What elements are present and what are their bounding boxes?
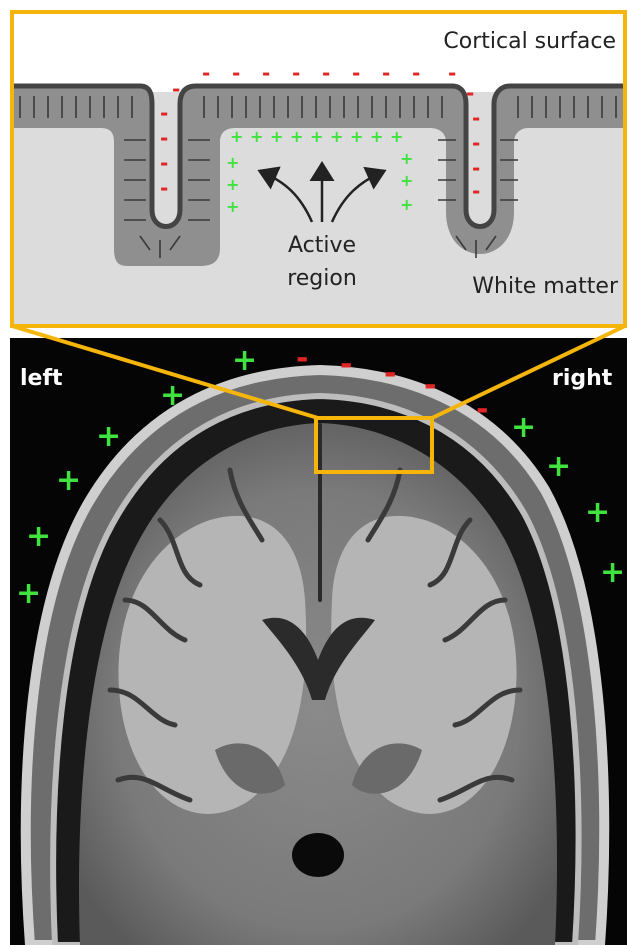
plus-sign: + bbox=[546, 449, 571, 484]
minus-sign: - bbox=[382, 61, 390, 85]
minus-sign: - bbox=[232, 61, 240, 85]
plus-sign: + bbox=[585, 495, 610, 530]
minus-sign: - bbox=[296, 341, 308, 376]
minus-sign: - bbox=[472, 106, 480, 130]
label-active-region-line1: Active bbox=[288, 233, 356, 258]
plus-sign: + bbox=[270, 127, 283, 146]
minus-sign: - bbox=[160, 126, 168, 150]
minus-sign: - bbox=[352, 61, 360, 85]
minus-sign: - bbox=[340, 347, 352, 382]
plus-sign: + bbox=[250, 127, 263, 146]
inset-panel: - - - - - - - - - - - - - - - - - - - + … bbox=[12, 12, 625, 326]
plus-sign: + bbox=[310, 127, 323, 146]
minus-sign: - bbox=[448, 61, 456, 85]
minus-sign: - bbox=[412, 61, 420, 85]
plus-sign: + bbox=[370, 127, 383, 146]
label-right: right bbox=[552, 366, 613, 391]
label-active-region-line2: region bbox=[287, 266, 357, 291]
minus-sign: - bbox=[466, 81, 474, 105]
minus-sign: - bbox=[322, 61, 330, 85]
label-white-matter: White matter bbox=[472, 274, 619, 299]
plus-sign: + bbox=[350, 127, 363, 146]
plus-sign: + bbox=[230, 127, 243, 146]
minus-sign: - bbox=[160, 176, 168, 200]
plus-sign: + bbox=[232, 343, 257, 378]
plus-sign: + bbox=[400, 171, 413, 190]
plus-sign: + bbox=[390, 127, 403, 146]
minus-sign: - bbox=[202, 61, 210, 85]
minus-sign: - bbox=[172, 77, 180, 101]
minus-sign: - bbox=[262, 61, 270, 85]
label-left: left bbox=[20, 366, 63, 391]
plus-sign: + bbox=[290, 127, 303, 146]
minus-sign: - bbox=[472, 156, 480, 180]
plus-sign: + bbox=[160, 378, 185, 413]
plus-sign: + bbox=[226, 197, 239, 216]
minus-sign: - bbox=[160, 101, 168, 125]
label-cortical-surface: Cortical surface bbox=[443, 29, 616, 54]
plus-sign: + bbox=[226, 175, 239, 194]
plus-sign: + bbox=[56, 463, 81, 498]
minus-sign: - bbox=[384, 356, 396, 391]
plus-sign: + bbox=[226, 153, 239, 172]
plus-sign: + bbox=[96, 419, 121, 454]
minus-sign: - bbox=[292, 61, 300, 85]
minus-sign: - bbox=[424, 368, 436, 403]
mri-panel: left right + + + + + + + + + + - - - - - bbox=[10, 338, 627, 945]
plus-sign: + bbox=[400, 195, 413, 214]
plus-sign: + bbox=[600, 555, 625, 590]
plus-sign: + bbox=[511, 410, 536, 445]
plus-sign: + bbox=[16, 576, 41, 611]
plus-sign: + bbox=[26, 519, 51, 554]
mri-brainstem-dark bbox=[292, 833, 344, 877]
plus-sign: + bbox=[330, 127, 343, 146]
minus-sign: - bbox=[472, 131, 480, 155]
minus-sign: - bbox=[472, 179, 480, 203]
minus-sign: - bbox=[160, 151, 168, 175]
plus-sign: + bbox=[400, 149, 413, 168]
